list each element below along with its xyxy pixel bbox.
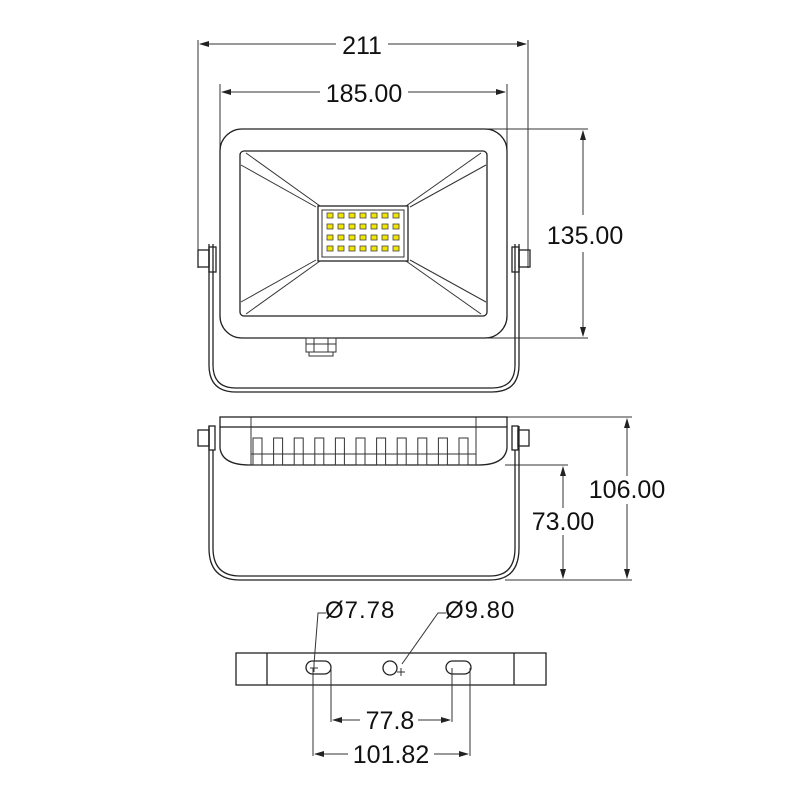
led-chip <box>392 234 400 241</box>
outer-slot-spacing-label: 101.82 <box>353 741 429 769</box>
leader-hole-diameter: Ø9.80 <box>401 597 515 665</box>
overall-width-label: 211 <box>342 32 382 60</box>
led-chip <box>381 223 389 230</box>
led-chip <box>359 245 367 252</box>
slot-diameter-label: Ø7.78 <box>325 597 395 624</box>
front-bracket <box>197 244 531 393</box>
led-chip <box>381 234 389 241</box>
side-view: 106.00 73.00 <box>197 416 665 581</box>
heatsink-fin <box>376 437 387 466</box>
heatsink-fin <box>417 437 428 466</box>
led-chip <box>337 212 345 219</box>
dimension-inner-slot-spacing: 77.8 <box>332 707 451 735</box>
dimension-housing-height: 135.00 <box>470 128 623 339</box>
leader-slot-diameter: Ø7.78 <box>313 597 395 665</box>
heatsink-fin <box>355 437 366 466</box>
side-bracket <box>208 426 520 581</box>
dimension-overall-depth: 106.00 <box>505 416 665 581</box>
mounting-slot-left <box>305 660 332 675</box>
left-pivot <box>197 429 210 447</box>
front-view: 211 185.00 135.00 <box>197 32 623 393</box>
led-chip <box>359 234 367 241</box>
led-chip <box>337 223 345 230</box>
bracket-depth-label: 73.00 <box>532 508 595 536</box>
dimension-overall-width: 211 <box>197 32 529 268</box>
overall-depth-label: 106.00 <box>589 476 665 504</box>
dimension-outer-slot-spacing: 101.82 <box>314 741 469 769</box>
led-chip <box>337 234 345 241</box>
led-chip <box>348 212 356 219</box>
front-lens <box>239 150 488 317</box>
heatsink-fin <box>273 437 284 466</box>
center-hole <box>382 660 398 676</box>
led-chip <box>348 234 356 241</box>
led-chip <box>392 212 400 219</box>
led-chip <box>359 212 367 219</box>
led-chip <box>392 245 400 252</box>
led-chip <box>348 245 356 252</box>
led-chip <box>370 212 378 219</box>
heatsink-fin <box>334 437 345 466</box>
led-chip <box>381 212 389 219</box>
housing-height-label: 135.00 <box>547 222 623 250</box>
inner-slot-spacing-label: 77.8 <box>366 707 415 735</box>
led-board <box>317 205 409 262</box>
reflector-lines <box>240 152 487 315</box>
housing-width-label: 185.00 <box>326 80 402 108</box>
right-pivot <box>511 425 519 451</box>
heatsink-fin <box>314 437 325 466</box>
bracket-view: Ø7.78 Ø9.80 77.8 101.82 <box>235 597 547 769</box>
heatsink-fin <box>396 437 407 466</box>
led-chip <box>337 245 345 252</box>
bracket-plate <box>235 652 547 686</box>
front-housing <box>219 128 508 339</box>
side-housing-top <box>219 416 508 428</box>
heatsink-fin <box>252 437 263 466</box>
heatsink-fin <box>437 437 448 466</box>
side-housing-body <box>219 427 508 466</box>
hole-diameter-label: Ø9.80 <box>445 597 515 624</box>
led-chip <box>326 223 334 230</box>
led-chip <box>326 245 334 252</box>
cable-gland <box>305 337 337 357</box>
led-grid <box>326 212 400 252</box>
led-chip <box>392 223 400 230</box>
heatsink-fins <box>252 437 469 466</box>
led-chip <box>326 234 334 241</box>
led-chip <box>370 223 378 230</box>
heatsink-fin <box>458 437 469 466</box>
led-chip <box>348 223 356 230</box>
led-chip <box>359 223 367 230</box>
dimension-housing-width: 185.00 <box>219 80 508 150</box>
led-chip <box>370 234 378 241</box>
led-chip <box>381 245 389 252</box>
heatsink-fin <box>293 437 304 466</box>
led-chip <box>370 245 378 252</box>
mounting-slot-right <box>445 660 472 675</box>
led-chip <box>326 212 334 219</box>
